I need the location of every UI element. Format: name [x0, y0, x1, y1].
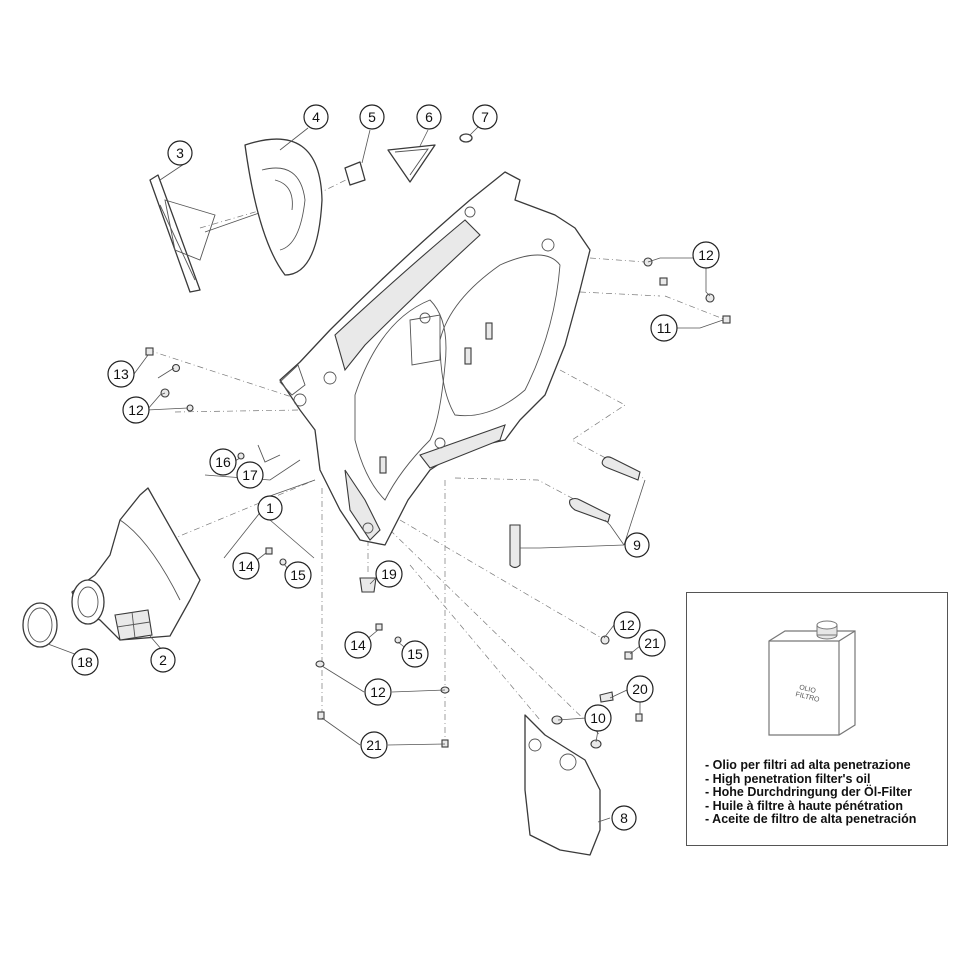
filter-clip [387, 129, 436, 183]
callout-11: 11 [650, 314, 678, 342]
callout-12: 12 [364, 678, 392, 706]
callout-label: 12 [128, 402, 144, 418]
callout-label: 12 [698, 247, 714, 263]
oil-note-line: - Olio per filtri ad alta penetrazione [705, 758, 911, 772]
oil-note-line: - Aceite de filtro de alta penetración [705, 812, 917, 826]
callout-label: 20 [632, 681, 648, 697]
filter-cage [149, 174, 263, 293]
can-label-line: OLIO [798, 684, 816, 695]
callout-8: 8 [611, 805, 637, 831]
filter-washer [459, 124, 481, 143]
callout-label: 10 [590, 710, 606, 726]
small-hardware [145, 257, 731, 749]
callout-12: 12 [613, 611, 641, 639]
callout-label: 11 [657, 320, 672, 336]
callout-21: 21 [360, 731, 388, 759]
callout-15: 15 [401, 640, 429, 668]
callout-label: 5 [368, 109, 376, 125]
callout-label: 14 [350, 637, 366, 653]
callout-label: 19 [381, 566, 397, 582]
callout-label: 14 [238, 558, 254, 574]
assembly-lines [147, 177, 727, 745]
callout-label: 8 [620, 810, 628, 826]
callout-leaders [47, 127, 724, 823]
callout-10: 10 [584, 704, 612, 732]
callout-9: 9 [624, 532, 650, 558]
callout-label: 21 [644, 635, 660, 651]
callout-label: 6 [425, 109, 433, 125]
callout-label: 16 [215, 454, 231, 470]
filter-screw [344, 129, 371, 186]
callout-label: 12 [619, 617, 635, 633]
callout-1: 1 [257, 495, 283, 521]
air-filter-element [244, 138, 323, 276]
callout-4: 4 [303, 104, 329, 130]
callout-label: 3 [176, 145, 184, 161]
callout-7: 7 [472, 104, 498, 130]
callout-18: 18 [71, 648, 99, 676]
hose-clamp [22, 602, 58, 648]
callout-label: 2 [159, 652, 167, 668]
airbox-housing [279, 171, 591, 546]
callout-label: 7 [481, 109, 489, 125]
callout-5: 5 [359, 104, 385, 130]
callout-label: 9 [633, 537, 641, 553]
oil-note-lines: - Olio per filtri ad alta penetrazione -… [705, 758, 917, 827]
callout-17: 17 [236, 461, 264, 489]
callout-label: 15 [290, 567, 306, 583]
oil-can-icon: OLIO FILTRO [768, 620, 856, 736]
callout-12: 12 [692, 241, 720, 269]
rubber-straps [509, 456, 641, 569]
callout-14: 14 [232, 552, 260, 580]
callout-3: 3 [167, 140, 193, 166]
callout-16: 16 [209, 448, 237, 476]
callout-12: 12 [122, 396, 150, 424]
callout-21: 21 [638, 629, 666, 657]
callout-label: 12 [370, 684, 386, 700]
callout-label: 15 [407, 646, 423, 662]
filter-oil-note: OLIO FILTRO - Olio per filtri ad alta pe… [686, 592, 948, 846]
callout-14: 14 [344, 631, 372, 659]
oil-note-line: - Huile à filtre à haute pénétration [705, 798, 903, 813]
callout-label: 21 [366, 737, 382, 753]
callout-13: 13 [107, 360, 135, 388]
callout-label: 1 [266, 500, 274, 516]
callout-20: 20 [626, 675, 654, 703]
callout-label: 13 [113, 366, 129, 382]
callout-15: 15 [284, 561, 312, 589]
callout-19: 19 [375, 560, 403, 588]
callout-2: 2 [150, 647, 176, 673]
mud-flap [524, 714, 601, 856]
callout-label: 4 [312, 109, 320, 125]
callout-label: 17 [242, 467, 258, 483]
oil-note-line: - High penetration filter's oil [705, 771, 871, 786]
callout-label: 18 [77, 654, 93, 670]
oil-note-line: - Hohe Durchdringung der Öl-Filter [705, 785, 912, 799]
intake-boot [71, 487, 201, 641]
callout-6: 6 [416, 104, 442, 130]
